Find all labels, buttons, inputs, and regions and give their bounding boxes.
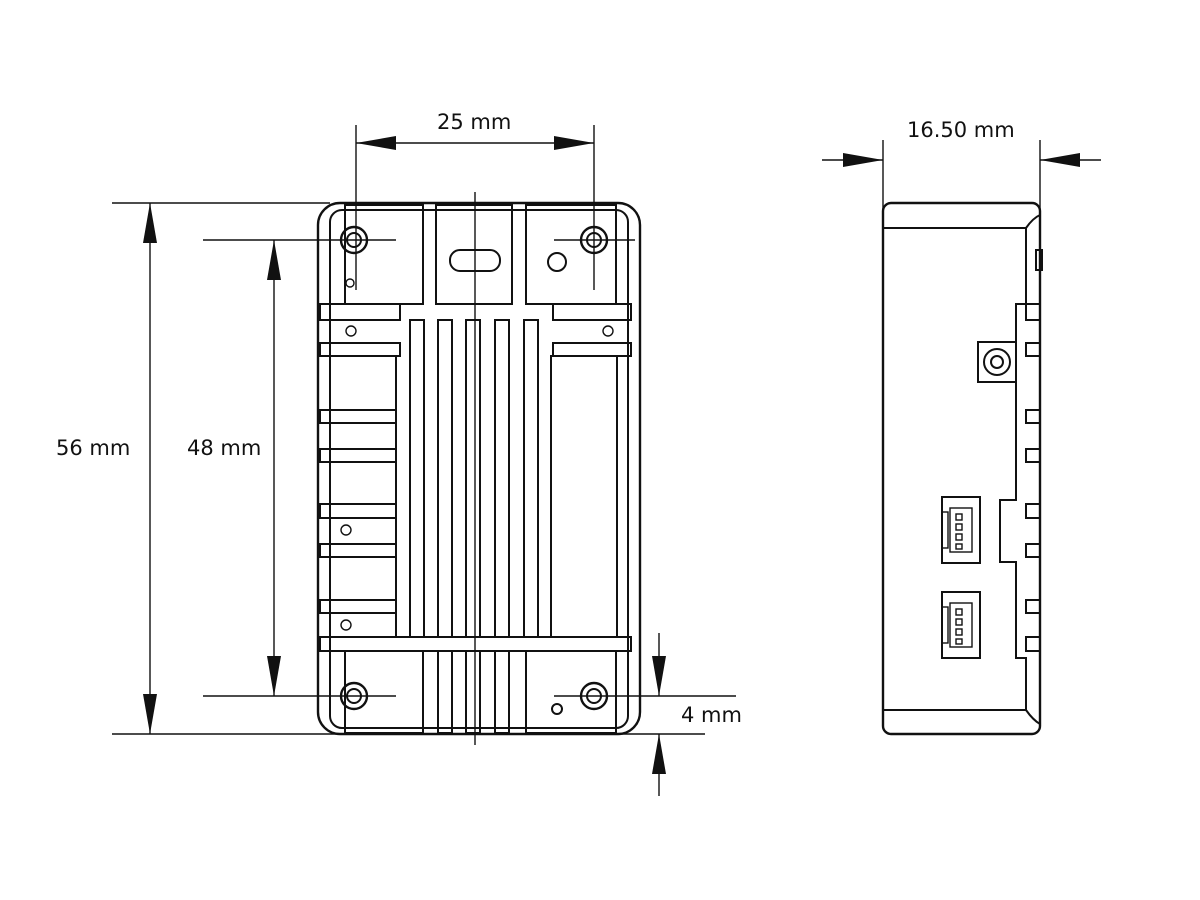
dim-hole-spacing-48 (203, 239, 635, 697)
left-screw-3 (340, 619, 352, 631)
side-tab-6 (1025, 543, 1041, 558)
left-block-3 (329, 461, 397, 505)
side-button (1035, 249, 1043, 271)
rail-left-1 (319, 303, 401, 321)
dim-height-56 (112, 202, 705, 735)
rail-right-2 (552, 342, 632, 357)
bottom-right-pin (551, 703, 563, 715)
rail-right-1 (552, 303, 632, 321)
bottom-left-block (344, 650, 424, 734)
side-top-chamfer (1025, 214, 1041, 229)
side-tab-3 (1025, 409, 1041, 424)
right-screw-1 (602, 325, 614, 337)
hole-spacing-label: 48 mm (187, 436, 262, 460)
top-right-block (525, 204, 617, 305)
fin-4 (494, 319, 510, 638)
side-tab-1 (1025, 303, 1041, 321)
left-rail-6 (319, 543, 397, 558)
left-block-4 (329, 517, 397, 545)
fin-5 (523, 319, 539, 638)
side-tab-2 (1025, 342, 1041, 357)
dim-edge-offset-4 (554, 633, 736, 796)
cable-connector-2 (941, 591, 981, 659)
fin-2 (437, 319, 453, 638)
right-window (550, 355, 618, 638)
dim-width-25 (355, 125, 595, 290)
width-label: 25 mm (437, 110, 512, 134)
side-view (881, 201, 1043, 736)
left-block-1 (329, 355, 397, 411)
height-label: 56 mm (56, 436, 131, 460)
cable-connector-1 (941, 496, 981, 564)
depth-label: 16.50 mm (907, 118, 1015, 142)
side-bottom-chamfer (1025, 709, 1041, 725)
side-right-profile (999, 228, 1027, 710)
bottom-fin-1 (437, 650, 453, 734)
left-rail-5 (319, 503, 397, 519)
top-center-block (435, 204, 513, 305)
left-screw-2 (340, 524, 352, 536)
front-view (316, 192, 642, 745)
side-body-outline (881, 201, 1042, 736)
side-tab-4 (1025, 448, 1041, 463)
side-tab-7 (1025, 599, 1041, 614)
side-tab-8 (1025, 636, 1041, 652)
left-screw-1 (345, 325, 357, 337)
left-block-6 (329, 612, 397, 638)
left-rail-7 (319, 599, 397, 614)
bottom-fin-2 (465, 650, 481, 734)
edge-offset-label: 4 mm (681, 703, 742, 727)
left-rail-4 (319, 448, 397, 463)
top-right-pin (547, 252, 567, 272)
bottom-right-block (525, 650, 617, 734)
left-block-2 (329, 422, 397, 450)
fin-3 (465, 319, 481, 638)
left-block-5 (329, 556, 397, 601)
top-left-block (344, 204, 424, 305)
fin-1 (409, 319, 425, 638)
dim-depth-16-50 (822, 140, 1101, 210)
antenna-connector (977, 341, 1017, 383)
top-left-small-hole (345, 278, 355, 288)
rail-left-2 (319, 342, 401, 357)
side-tab-5 (1025, 503, 1041, 519)
left-rail-3 (319, 409, 397, 424)
bottom-fin-3 (494, 650, 510, 734)
